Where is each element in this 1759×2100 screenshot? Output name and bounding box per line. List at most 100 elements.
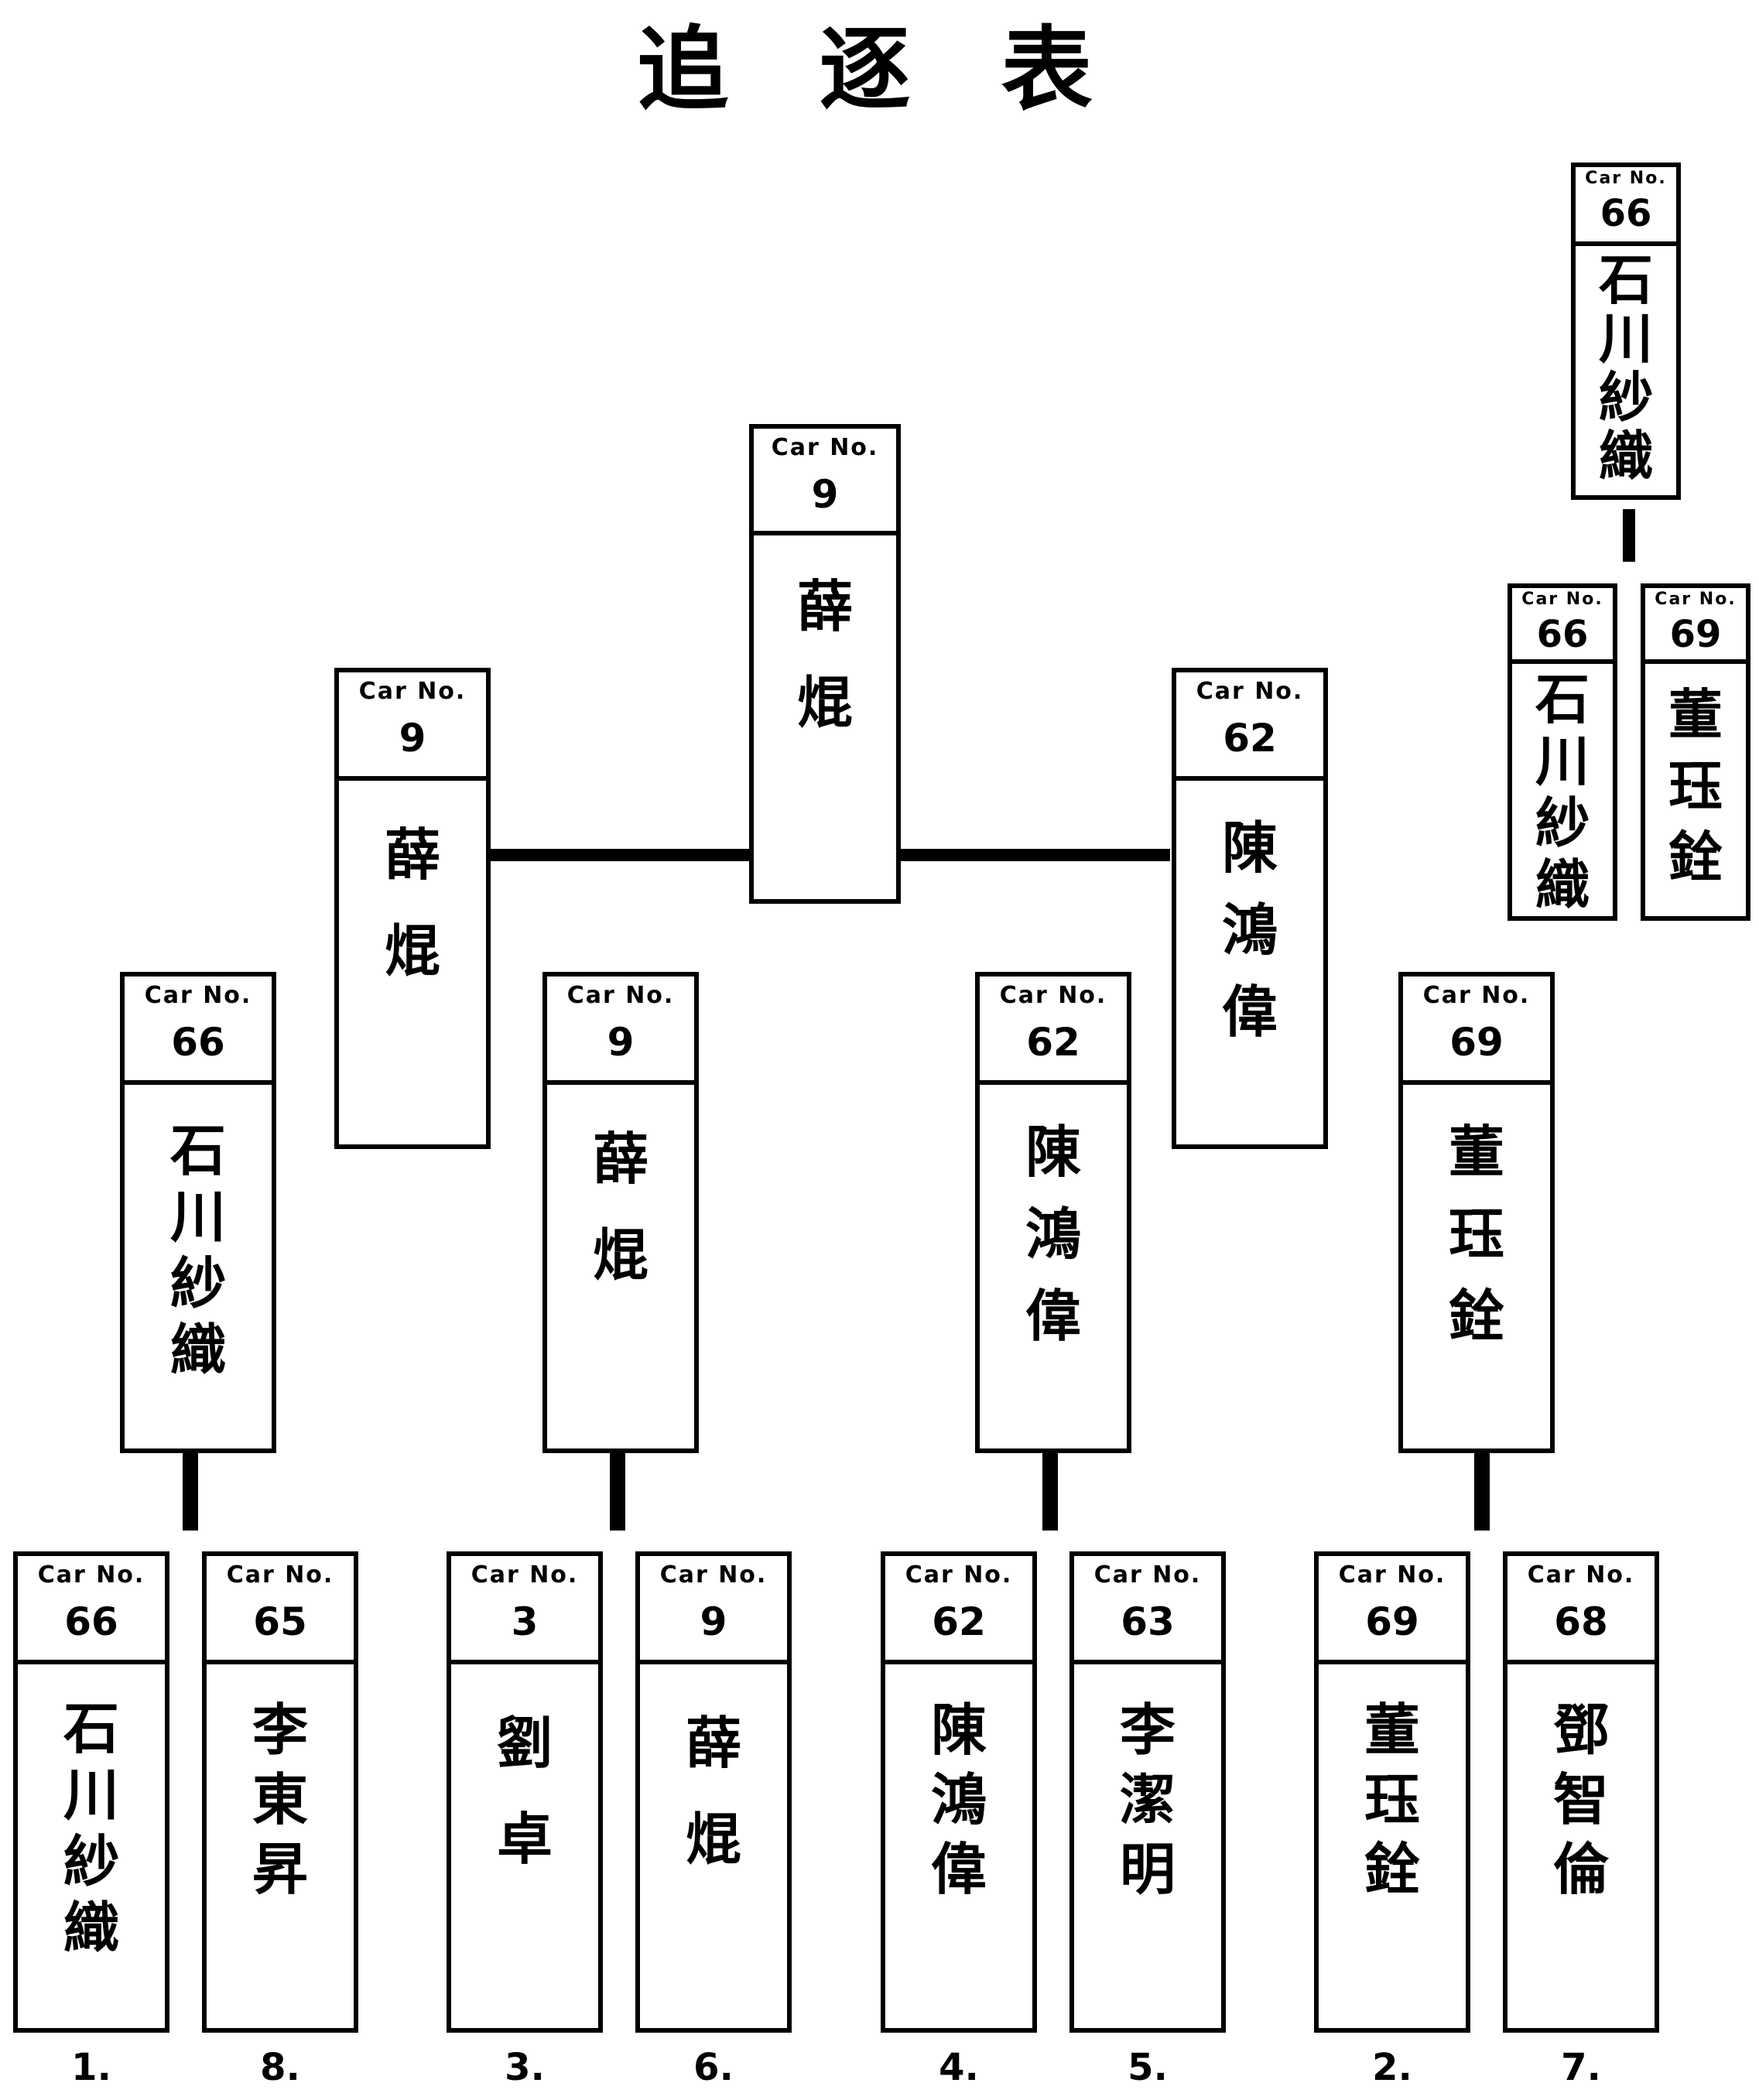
name-char: 石 (63, 1696, 119, 1761)
name-char: 銓 (1364, 1837, 1420, 1902)
car-header: Car No.62 (885, 1556, 1032, 1664)
car-header: Car No.66 (1576, 167, 1676, 246)
name-char: 東 (252, 1767, 308, 1832)
name-char: 李 (252, 1698, 308, 1763)
name-char: 董 (1448, 1120, 1504, 1185)
car-number: 9 (607, 1020, 635, 1065)
name-char: 紗 (1535, 792, 1590, 855)
name-char: 卓 (496, 1807, 553, 1872)
name-char: 焜 (796, 670, 853, 735)
page-title: 追 逐 表 (637, 16, 1122, 123)
car-label: Car No. (659, 1561, 768, 1589)
car-header: Car No.3 (451, 1556, 598, 1664)
driver-name: 李東昇 (207, 1695, 354, 1904)
name-char: 董 (1364, 1698, 1420, 1763)
connector-line (1474, 1452, 1490, 1531)
name-char: 紗 (63, 1829, 119, 1894)
name-char: 倫 (1552, 1837, 1609, 1902)
name-char: 薛 (592, 1127, 649, 1192)
name-char: 劉 (496, 1711, 553, 1776)
driver-name: 李潔明 (1074, 1695, 1221, 1904)
rank-label: 1. (71, 2046, 111, 2089)
driver-name: 董珏銓 (1645, 679, 1746, 893)
connector-line (1623, 509, 1635, 562)
name-char: 陳 (1025, 1120, 1081, 1185)
car-number: 66 (171, 1020, 225, 1065)
connector-line (901, 849, 1170, 861)
car-header: Car No.62 (1176, 672, 1323, 781)
car-header: Car No.63 (1074, 1556, 1221, 1664)
name-char: 川 (1535, 730, 1590, 793)
name-char: 石 (1535, 668, 1590, 731)
rank-label: 6. (693, 2046, 734, 2089)
car-header: Car No.69 (1403, 976, 1550, 1085)
driver-name: 陳鴻偉 (980, 1111, 1127, 1357)
rank-label: 4. (939, 2046, 979, 2089)
car-label: Car No. (1422, 982, 1531, 1009)
bracket-box-r1-3: Car No.3 劉卓 (447, 1551, 603, 2033)
car-label: Car No. (144, 982, 252, 1009)
rank-label: 5. (1128, 2046, 1168, 2089)
driver-name: 薛焜 (754, 559, 896, 751)
name-char: 鴻 (1025, 1202, 1081, 1267)
car-label: Car No. (226, 1561, 334, 1589)
car-header: Car No.66 (18, 1556, 165, 1664)
car-label: Car No. (358, 678, 467, 705)
car-label: Car No. (566, 982, 675, 1009)
car-number: 9 (811, 472, 839, 517)
car-header: Car No. 66 (1512, 588, 1613, 664)
name-char: 薛 (384, 823, 440, 888)
name-char: 焜 (685, 1807, 741, 1872)
car-header: Car No.68 (1507, 1556, 1655, 1664)
name-char: 川 (63, 1763, 119, 1828)
car-label: Car No. (1196, 678, 1304, 705)
name-char: 銓 (1668, 826, 1723, 889)
name-char: 焜 (592, 1223, 649, 1288)
name-char: 紗 (1599, 366, 1653, 429)
driver-name: 石川紗織 (1512, 669, 1613, 916)
name-char: 鴻 (930, 1767, 987, 1832)
driver-name: 鄧智倫 (1507, 1695, 1655, 1904)
car-label: Car No. (1655, 590, 1737, 609)
name-char: 珏 (1668, 754, 1723, 818)
car-label: Car No. (905, 1561, 1013, 1589)
car-label: Car No. (37, 1561, 145, 1589)
car-header: Car No. 66 (125, 976, 272, 1085)
name-char: 川 (169, 1185, 226, 1250)
car-number: 63 (1121, 1599, 1175, 1644)
name-char: 川 (1599, 307, 1653, 371)
connector-line (183, 1452, 198, 1531)
car-number: 68 (1554, 1599, 1608, 1644)
car-number: 66 (1600, 192, 1652, 235)
car-number: 69 (1365, 1599, 1419, 1644)
driver-name: 石川紗織 (1576, 251, 1676, 486)
name-char: 紗 (169, 1251, 226, 1316)
name-char: 珏 (1364, 1767, 1420, 1832)
car-label: Car No. (1338, 1561, 1446, 1589)
car-header: Car No. 9 (547, 976, 694, 1085)
rank-label: 3. (505, 2046, 545, 2089)
name-char: 明 (1119, 1837, 1176, 1902)
driver-name: 劉卓 (451, 1695, 598, 1887)
name-char: 珏 (1448, 1202, 1504, 1267)
car-header: Car No. 69 (1319, 1556, 1466, 1664)
car-label: Car No. (1521, 590, 1603, 609)
connector-line (1042, 1452, 1058, 1531)
bracket-box-r1-8: Car No.68 鄧智倫 (1503, 1551, 1659, 2033)
driver-name: 石川紗織 (125, 1117, 272, 1383)
car-number: 66 (1536, 613, 1589, 656)
connector-line (610, 1452, 625, 1531)
name-char: 潔 (1119, 1767, 1176, 1832)
name-char: 偉 (930, 1837, 987, 1902)
driver-name: 薛焜 (547, 1111, 694, 1303)
driver-name: 董珏銓 (1403, 1111, 1550, 1357)
name-char: 陳 (1221, 816, 1278, 881)
car-header: Car No.65 (207, 1556, 354, 1664)
